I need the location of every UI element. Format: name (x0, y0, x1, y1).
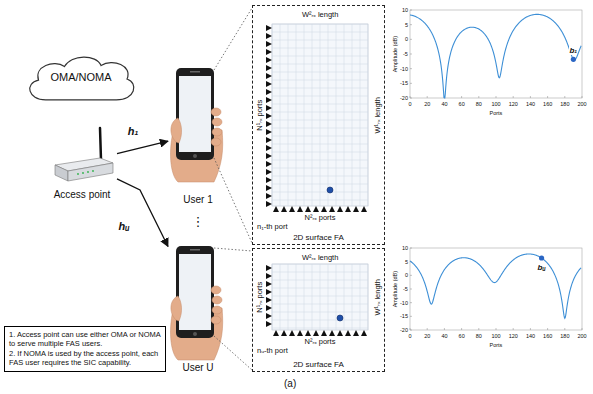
tick-label: 80 (476, 333, 482, 339)
selected-port (337, 315, 343, 321)
tick-label: -15 (400, 80, 408, 86)
point-label: b₁ (569, 46, 577, 55)
point-label: bᵤ (538, 263, 546, 272)
port-index-label: nᵤ-th port (257, 347, 288, 356)
axis-title: Ports (490, 110, 503, 116)
tick-label: -15 (400, 313, 408, 319)
tick-label: 140 (526, 333, 535, 339)
tick-label: 40 (441, 101, 447, 107)
port-grid (266, 24, 368, 212)
plot-frame (410, 248, 582, 330)
tick-label: 160 (543, 101, 552, 107)
dimension-label: W²ᵣₓ length (302, 254, 338, 263)
access-point: Access point (47, 122, 117, 202)
node-label: OMA/NOMA (50, 71, 111, 84)
axis-title: Amplitude (dB) (392, 271, 398, 307)
selected-port-point (539, 255, 544, 260)
tick-label: 140 (526, 101, 535, 107)
tick-label: 5 (405, 22, 408, 28)
amplitude-curve (410, 14, 581, 98)
tick-label: -10 (400, 66, 408, 72)
tick-label: 60 (459, 333, 465, 339)
node-label: User U (182, 362, 213, 374)
tick-label: -5 (403, 286, 408, 292)
tick-label: 10 (402, 7, 408, 13)
tick-label: 160 (543, 333, 552, 339)
port-count-label: N²ᵣₓ ports (305, 338, 336, 347)
tick-label: -20 (400, 327, 408, 333)
selected-port (327, 187, 333, 193)
tick-label: 5 (405, 259, 408, 265)
router-icon (55, 128, 113, 181)
amplitude-curve (410, 254, 581, 318)
amplitude-plot (410, 248, 582, 330)
dimension-label: W²ᵣₓ length (302, 11, 338, 20)
phone-in-hand (171, 246, 223, 360)
tick-label: 80 (476, 101, 482, 107)
tick-label: 0 (409, 333, 412, 339)
channel-label: h₁ (127, 125, 140, 137)
tick-label: 200 (578, 101, 587, 107)
port-count-label: N¹ᵣₓ ports (256, 281, 265, 312)
port-grid (266, 264, 368, 336)
tick-label: 0 (409, 101, 412, 107)
ellipsis-mark: ⋮ (192, 215, 205, 230)
port-markers (266, 265, 367, 336)
port-index-label: n₁-th port (257, 223, 287, 232)
selected-port-point (571, 57, 576, 62)
tick-label: 200 (578, 333, 587, 339)
tick-label: 120 (509, 333, 518, 339)
port-count-label: N¹ᵣₓ ports (256, 99, 265, 130)
user-device: User U (168, 238, 228, 376)
channel-arrow (117, 179, 168, 247)
node-label: Access point (54, 189, 111, 201)
port-markers (266, 25, 367, 212)
amplitude-plot (410, 10, 582, 98)
note-text: 2. If NOMA is used by the access point, … (9, 349, 161, 368)
tick-label: 180 (560, 101, 569, 107)
cloud-node: OMA/NOMA (22, 52, 140, 104)
channel-label: hᵤ (117, 220, 130, 232)
note-box: 1. Access point can use either OMA or NO… (4, 326, 166, 372)
tick-label: 180 (560, 333, 569, 339)
axis-title: Amplitude (dB) (392, 36, 398, 72)
note-text: 1. Access point can use either OMA or NO… (9, 330, 161, 349)
tick-label: -10 (400, 300, 408, 306)
tick-label: 120 (509, 101, 518, 107)
port-count-label: N²ᵣₓ ports (305, 214, 336, 223)
channel-arrow (117, 141, 168, 153)
tick-label: -20 (400, 95, 408, 101)
tick-label: 60 (459, 101, 465, 107)
figure-tag: (a) (284, 378, 296, 390)
zoom-leader-lines (214, 8, 252, 370)
tick-label: 0 (405, 36, 408, 42)
tick-label: 100 (492, 333, 501, 339)
tick-label: -5 (403, 51, 408, 57)
dimension-label: W¹ᵣₓ length (374, 97, 383, 133)
tick-label: 10 (402, 245, 408, 251)
tick-label: 40 (441, 333, 447, 339)
tick-label: 100 (492, 101, 501, 107)
node-label: 2D surface FA (293, 360, 344, 370)
surface-antenna-box: 2D surface FA (252, 5, 385, 245)
tick-label: 20 (424, 333, 430, 339)
tick-label: 0 (405, 272, 408, 278)
phone-in-hand (171, 68, 223, 182)
tick-label: 20 (424, 101, 430, 107)
axis-title: Ports (490, 342, 503, 348)
plot-frame (410, 10, 582, 98)
user-device: User 1 (168, 60, 228, 208)
dimension-label: W¹ᵣₓ length (374, 279, 383, 315)
node-label: User 1 (183, 194, 212, 206)
node-label: 2D surface FA (293, 233, 344, 243)
